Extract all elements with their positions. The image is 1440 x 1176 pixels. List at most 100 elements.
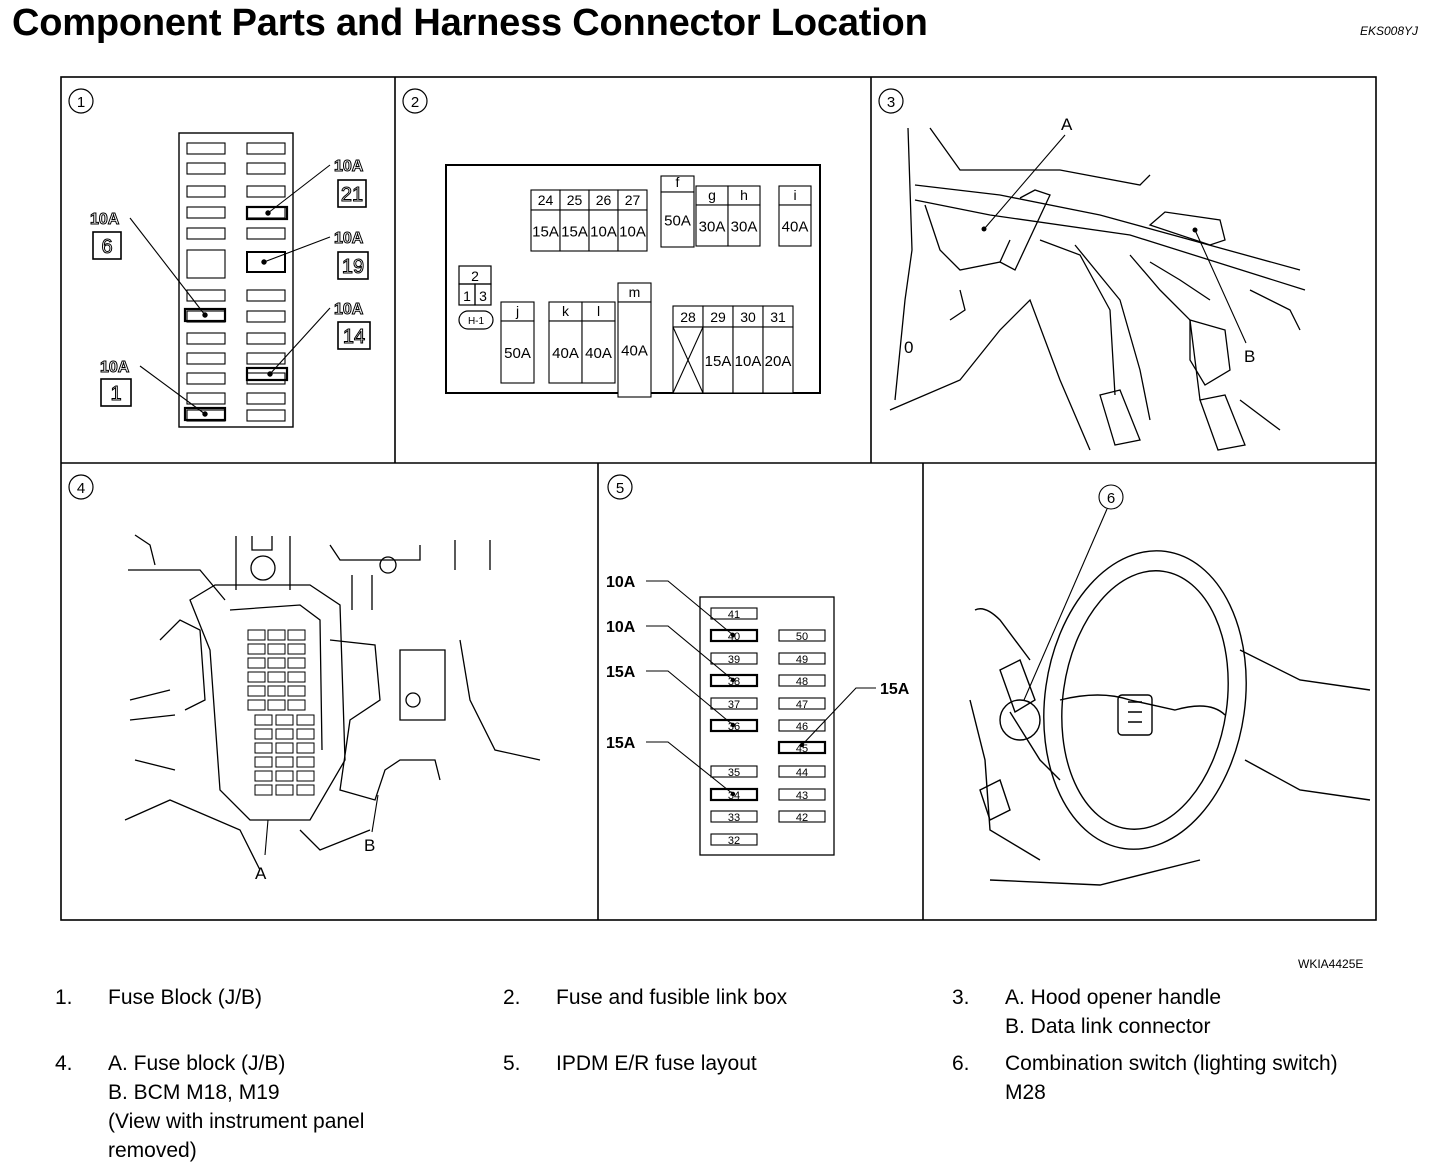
fuse-slot <box>267 643 286 655</box>
fuse-rating-label: 10A <box>100 359 130 376</box>
panel-3-underdash-drawing <box>889 127 1306 451</box>
panel-number: 5 <box>616 480 624 497</box>
fuse-slot <box>710 833 758 846</box>
fuse-slot <box>275 770 294 782</box>
fuse-slot <box>247 685 266 697</box>
link-rating: 30A <box>699 219 726 236</box>
fuse-slot <box>186 392 226 405</box>
panel-6-callout <box>1023 484 1124 701</box>
fuse-number: 46 <box>796 721 808 733</box>
fuse-slot <box>186 332 226 345</box>
callout-label: A <box>255 864 267 883</box>
fuse-slot <box>710 765 758 778</box>
fuse-slot <box>778 788 826 801</box>
callout-label: B <box>364 836 375 855</box>
empty-slot-cross <box>672 326 704 394</box>
link-label: l <box>597 303 600 319</box>
fuse-rating-label: 10A <box>334 301 364 318</box>
fuse-slot <box>710 652 758 665</box>
fuse-number-box <box>92 231 122 260</box>
fuse-slot <box>186 206 226 219</box>
fuse-slot <box>247 657 266 669</box>
link-rating: 10A <box>735 353 762 370</box>
legend-line: A. Hood opener handle <box>1005 986 1221 1009</box>
panel-number-circle <box>402 88 428 114</box>
fuse-slot <box>287 643 306 655</box>
fuse-slot <box>254 756 273 768</box>
fuse-number: 32 <box>728 835 740 847</box>
fuse-slot <box>254 784 273 796</box>
fuse-number: 37 <box>728 699 740 711</box>
figure-code: WKIA4425E <box>1298 957 1364 971</box>
link-value-cell <box>762 326 794 394</box>
document-code: EKS008YJ <box>1359 24 1418 38</box>
legend-line: B. Data link connector <box>1005 1015 1211 1038</box>
link-rating: 15A <box>705 353 732 370</box>
fuse-slot <box>778 697 826 710</box>
link-value-cell <box>702 326 734 394</box>
fuse-number: 21 <box>341 184 363 206</box>
fuse-slot <box>267 671 286 683</box>
fuse-rating-label: 15A <box>606 735 636 752</box>
leader-dot <box>799 742 805 748</box>
fuse-number: 44 <box>796 767 808 779</box>
legend-line: Combination switch (lighting switch) <box>1005 1052 1338 1075</box>
fuse-number: 42 <box>796 812 808 824</box>
fuse-slot <box>296 728 315 740</box>
fuse-slot <box>186 289 226 302</box>
relay-label: 3 <box>479 288 487 304</box>
leader-line <box>646 625 734 681</box>
fuse-number: 48 <box>796 676 808 688</box>
link-value-cell <box>727 204 761 247</box>
panel-number: 4 <box>77 480 85 497</box>
panel-3-callouts <box>984 134 1247 344</box>
link-rating: 10A <box>590 224 617 241</box>
panel-4-jb-drawing <box>124 534 541 871</box>
fuse-slot <box>778 629 826 642</box>
leader-line <box>267 164 331 214</box>
fuse-slot <box>186 372 226 385</box>
link-label: f <box>676 174 680 190</box>
fuse-slot <box>186 142 226 155</box>
callout-label: B <box>1244 347 1255 366</box>
leader-dot <box>730 722 736 728</box>
fuse-slot <box>709 787 759 802</box>
link-rating: 50A <box>504 345 531 362</box>
connector-tag: H-1 <box>468 316 485 327</box>
link-rating: 20A <box>765 353 792 370</box>
fuse-slot <box>778 765 826 778</box>
fuse-number-box <box>337 321 371 350</box>
fuse-slot <box>186 227 226 240</box>
fuse-slot <box>287 629 306 641</box>
fuse-slot <box>254 714 273 726</box>
fuse-slot <box>186 185 226 198</box>
panel-4-fuse-grid <box>247 629 315 796</box>
fuse-slot <box>186 352 226 365</box>
panel-number-circle <box>68 88 94 114</box>
fuse-slot <box>247 643 266 655</box>
panel-number: 1 <box>77 94 85 111</box>
legend-number: 6. <box>952 1052 970 1075</box>
fuse-slot <box>287 685 306 697</box>
fuse-slot <box>287 657 306 669</box>
fuse-rating-label: 10A <box>606 619 636 636</box>
fuse-number: 43 <box>796 790 808 802</box>
link-value-cell <box>548 320 583 384</box>
fuse-number: 50 <box>796 631 808 643</box>
fuse-slot <box>778 719 826 732</box>
link-label: g <box>708 187 716 203</box>
link-label: 25 <box>567 192 583 208</box>
legend-number: 2. <box>503 986 521 1009</box>
fuse-slot <box>246 409 286 422</box>
fuse-slot <box>710 810 758 823</box>
leader-dot <box>730 791 736 797</box>
leader-line <box>129 217 206 316</box>
link-rating: 40A <box>621 343 648 360</box>
fuse-rating-label: 10A <box>90 211 120 228</box>
link-label: j <box>515 303 519 319</box>
link-rating: 40A <box>552 345 579 362</box>
fuse-rating-label: 10A <box>606 574 636 591</box>
callout-label: 0 <box>904 338 913 357</box>
